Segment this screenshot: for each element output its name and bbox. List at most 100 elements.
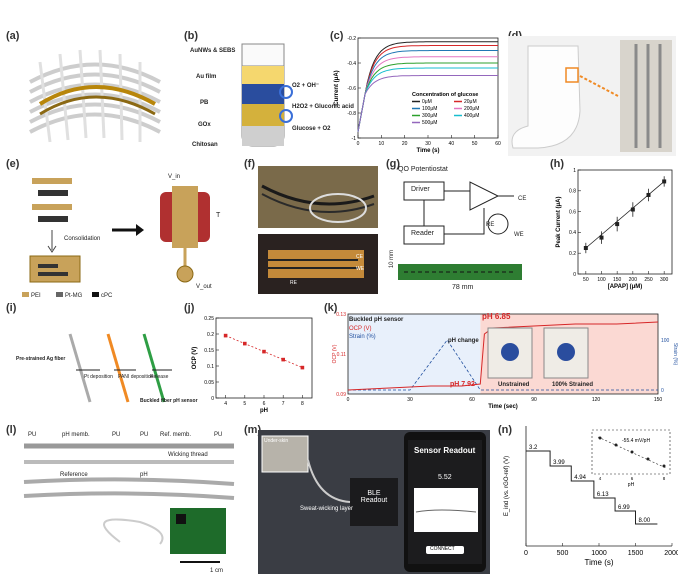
fiber-drawing-schematic — [29, 178, 210, 283]
series-line — [357, 67, 498, 132]
ocp-line — [347, 321, 659, 391]
x-tick-label: 4 — [224, 401, 227, 407]
y-tick-label: 0.05 — [204, 380, 214, 386]
strain-line — [348, 339, 658, 391]
y-axis-label: OCP (V) — [332, 344, 338, 363]
phone-title: Sensor Readout — [414, 446, 476, 455]
phone-connect-button[interactable]: CONNECT — [430, 546, 455, 552]
panel-label-i: (i) — [6, 302, 17, 314]
label-we: WE — [356, 266, 365, 272]
x-tick-label: 0 — [524, 550, 528, 557]
y-tick-label: 1 — [573, 168, 576, 174]
x-axis-label: pH — [260, 408, 268, 414]
label-under-skin: Under-skin — [264, 438, 289, 444]
step-label: 6.13 — [597, 492, 609, 498]
data-point — [223, 333, 228, 338]
dim-height: 10 mm — [389, 249, 396, 269]
y2-axis-label: Strain (%) — [672, 343, 678, 366]
segment-pu-4: PU — [214, 432, 223, 438]
sensor-fiber-1 — [38, 85, 156, 106]
electrode-re: RE — [486, 222, 495, 228]
series-line — [357, 56, 498, 132]
inset-point — [598, 436, 602, 440]
inset-x-tick-label: 6 — [631, 476, 634, 481]
step-label: 6.99 — [618, 505, 630, 511]
zoom-box — [565, 67, 579, 83]
fit-line — [585, 181, 665, 249]
y-tick-label: 0.6 — [569, 209, 576, 215]
unstrained-sensor-cap — [501, 343, 519, 361]
step-consolidation: Consolidation — [64, 236, 101, 242]
step-pani: PANI deposition — [118, 374, 154, 380]
y-tick-label: -1 — [352, 136, 357, 142]
inset-point — [630, 450, 634, 454]
potentiostat-schematic — [398, 181, 522, 280]
legend-label: 20μM — [464, 99, 477, 105]
panel-label-a: (a) — [6, 30, 20, 42]
series-line — [357, 41, 498, 132]
x-tick-label: 50 — [583, 277, 589, 283]
y-tick-label: -0.8 — [347, 111, 356, 117]
legend-pt-mg: Pt-MG — [56, 292, 82, 299]
y2-tick-label: 0 — [661, 388, 664, 394]
y-tick-label: 0.2 — [207, 332, 214, 338]
segment-pu-3: PU — [140, 432, 149, 438]
annotation-ph-685: pH 6.85 — [482, 312, 511, 321]
x-tick-label: 5 — [243, 401, 246, 407]
x-tick-label: 60 — [495, 141, 501, 147]
layer-label-gox: GOx — [198, 122, 211, 128]
fabrication-process — [68, 333, 172, 403]
label-re: RE — [290, 280, 297, 286]
x-tick-label: 2000 — [664, 550, 678, 557]
scale-bar-label: 1 cm — [210, 568, 224, 574]
electrode-ce: CE — [518, 196, 527, 202]
legend-label: 400μM — [464, 113, 479, 119]
sock-photo — [508, 36, 676, 156]
legend-label: 200μM — [464, 106, 479, 112]
series-line — [357, 62, 498, 132]
y2-tick-label: 100 — [661, 338, 670, 344]
unshaded-region — [348, 314, 481, 394]
y-tick-label: 0.15 — [204, 348, 214, 354]
x-tick-label: 0 — [347, 397, 350, 403]
y-tick-label: 0.25 — [204, 316, 214, 322]
label-vin: V_in — [168, 174, 181, 180]
step-label: 3.99 — [553, 460, 565, 466]
step-label: 3.2 — [529, 445, 538, 451]
plot-frame — [347, 313, 659, 395]
x-axis-label: Time (s) — [584, 558, 613, 567]
block-driver: Driver — [411, 186, 430, 193]
panel-label-n: (n) — [498, 424, 513, 436]
label-sweat-wicking: Sweat-wicking layer — [300, 506, 354, 512]
data-point — [281, 357, 285, 362]
inset-x-tick-label: 4 — [599, 476, 602, 481]
fiber-device-photo — [23, 443, 235, 563]
y-axis-label: OCP (V) — [192, 347, 198, 370]
label-ph: pH — [140, 472, 148, 478]
label-ble-readout: BLE Readout — [360, 490, 388, 504]
annotation-ph-792: pH 7.92 — [450, 381, 475, 388]
annotation-strained: 100% Strained — [552, 382, 594, 388]
woven-textile-illustration — [29, 49, 161, 143]
inset-point — [646, 457, 650, 461]
y-tick-label: 0 — [573, 272, 576, 278]
inset-point — [662, 464, 666, 468]
plot-frame — [577, 169, 673, 275]
panel-label-e: (e) — [6, 158, 20, 170]
x-tick-label: 100 — [597, 277, 606, 283]
y-tick-label: -0.2 — [347, 36, 356, 42]
x-tick-label: 30 — [425, 141, 431, 147]
x-tick-label: 90 — [531, 397, 537, 403]
y-tick-label: 0.09 — [336, 392, 346, 398]
layer-label-chitosan: Chitosan — [192, 142, 218, 148]
x-tick-label: 200 — [629, 277, 638, 283]
segment-pu-1: PU — [28, 432, 37, 438]
strained-sensor-cap — [557, 343, 575, 361]
y-tick-label: 0.2 — [569, 251, 576, 257]
series-line — [357, 45, 498, 132]
step-label: 8.00 — [639, 518, 651, 524]
